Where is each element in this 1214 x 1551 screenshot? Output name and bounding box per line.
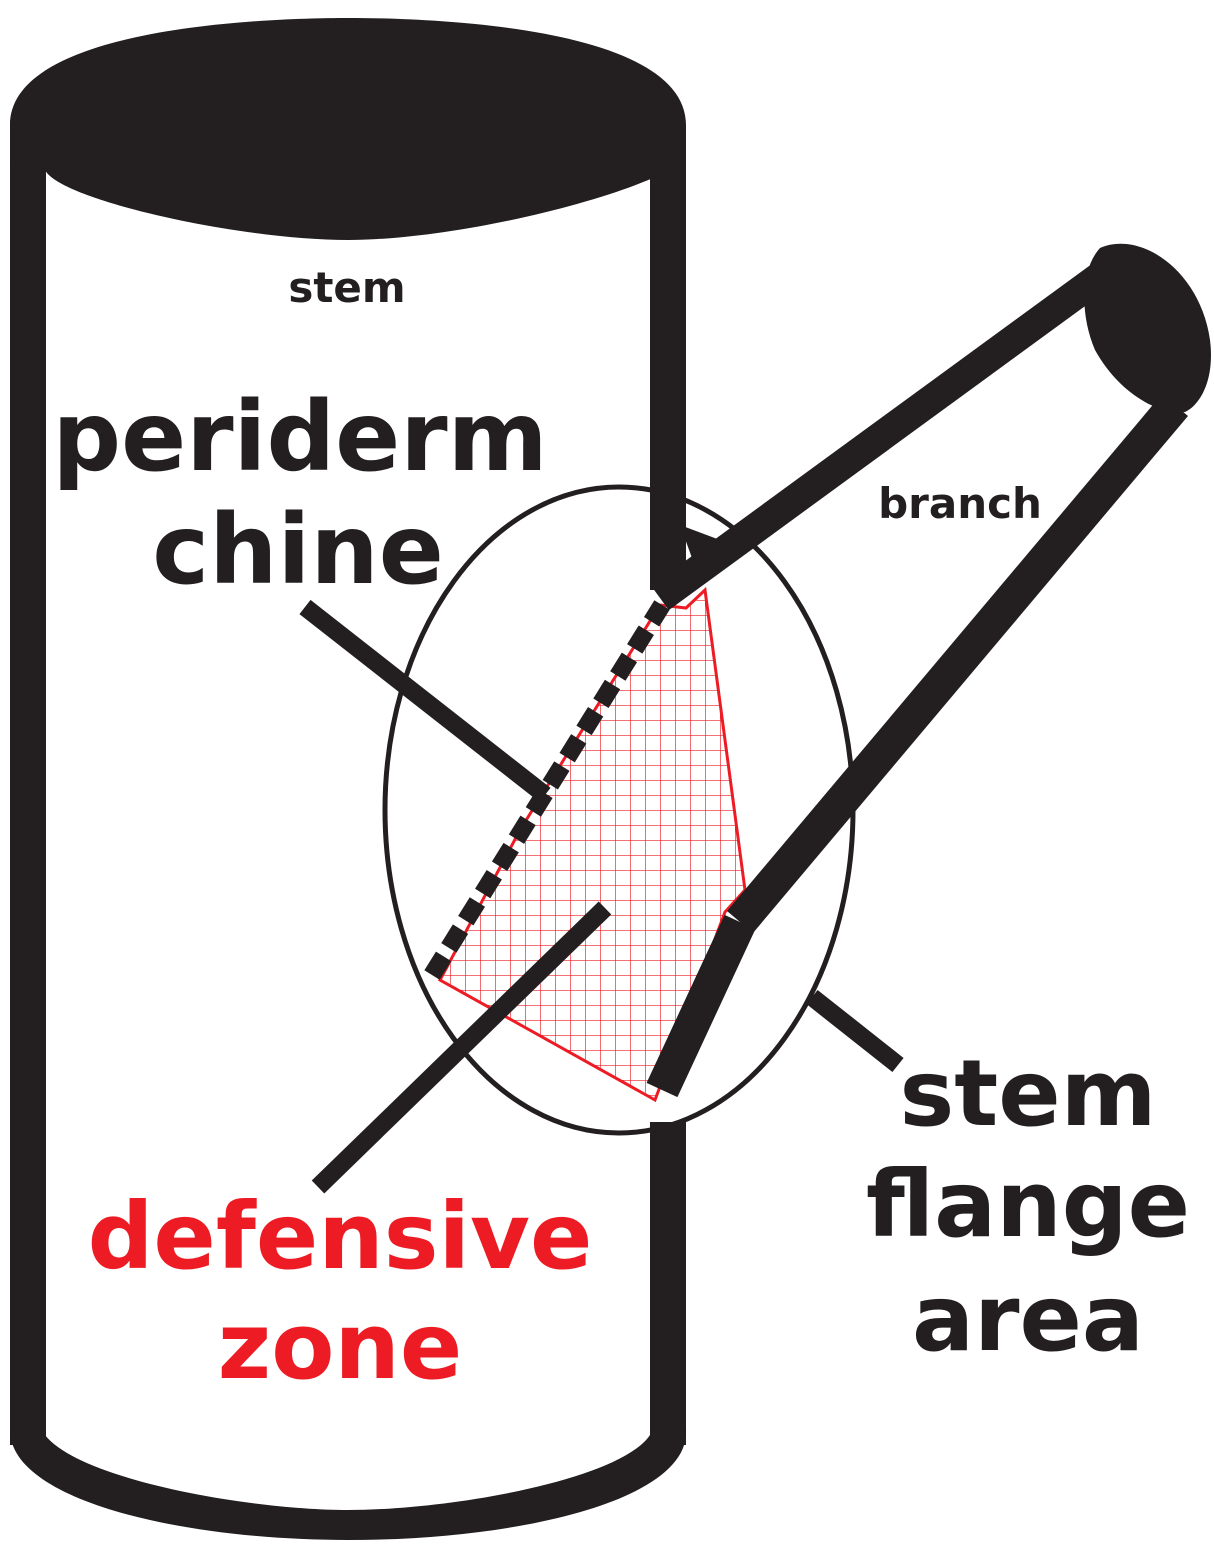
periderm-label-line1: periderm — [52, 381, 547, 493]
stem-top-cap — [10, 18, 686, 240]
stem-bottom-cap — [10, 1430, 686, 1540]
branch-limb — [660, 244, 1211, 1090]
flange-label-line3: area — [912, 1265, 1144, 1372]
periderm-leader-line — [305, 607, 545, 795]
defensive-label-line1: defensive — [88, 1183, 593, 1290]
flange-label-line1: stem — [900, 1040, 1157, 1147]
branch-label: branch — [878, 479, 1042, 528]
periderm-label-line2: chine — [152, 494, 444, 606]
flange-leader-line — [812, 997, 898, 1065]
defensive-label-line2: zone — [218, 1293, 463, 1400]
flange-label-line2: flange — [866, 1151, 1190, 1258]
stem-label: stem — [288, 263, 405, 312]
